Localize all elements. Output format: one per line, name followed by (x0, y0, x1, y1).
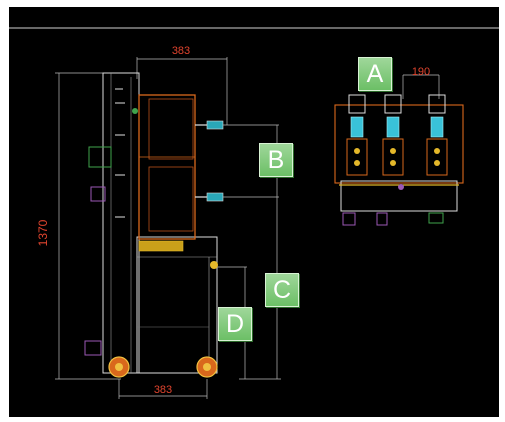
front-view: 190 (334, 66, 464, 226)
top-width-dimension-label: 383 (172, 45, 190, 57)
callout-d: D (218, 307, 252, 341)
callout-b: B (259, 143, 293, 177)
callout-a: A (358, 57, 392, 91)
switchgear-drawing: 1370 383 (9, 27, 499, 399)
bottom-width-dimension-label: 383 (154, 384, 172, 396)
cad-drawing-canvas: 1370 383 (9, 7, 499, 417)
callout-c: C (265, 273, 299, 307)
side-view: 1370 383 (36, 45, 281, 399)
height-dimension-label: 1370 (36, 219, 50, 246)
phase-spacing-dimension-label: 190 (412, 66, 430, 78)
